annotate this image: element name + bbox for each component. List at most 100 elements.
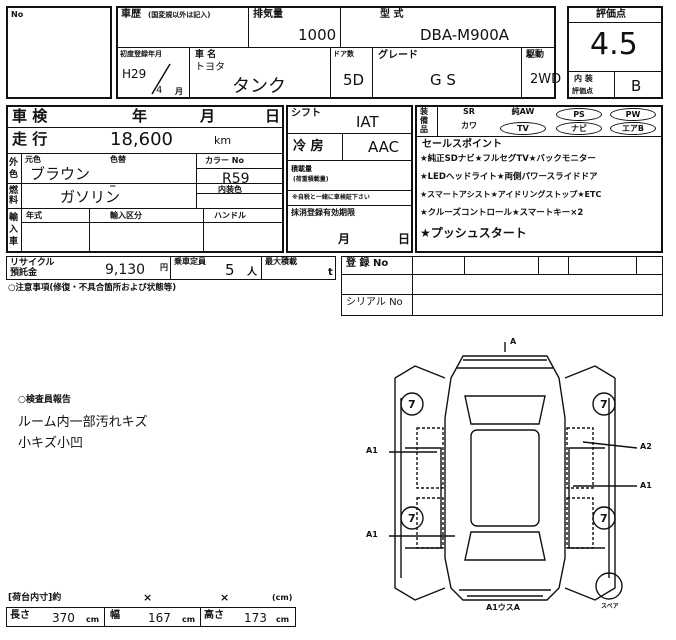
shift-table xyxy=(286,105,413,253)
shift-label: シフト xyxy=(291,108,321,119)
wheel-mark: 7 xyxy=(600,398,608,411)
orig-color-label: 元色 xyxy=(25,155,41,164)
maker-label: 車 名 xyxy=(195,50,217,60)
sales-line: ★純正SDナビ★フルセグTV★バックモニター xyxy=(420,154,596,164)
equipment-item: PS xyxy=(556,108,602,121)
cargo-length-value: 370 xyxy=(52,611,75,625)
equipment-side-label: 装備品 xyxy=(420,107,428,134)
cargo-dims-box xyxy=(6,607,296,627)
first-reg-month-unit: 月 xyxy=(175,87,183,96)
wheel-mark: 7 xyxy=(408,398,416,411)
cargo-height-label: 高さ xyxy=(204,610,224,621)
fuel-side-label: 燃料 xyxy=(9,186,19,206)
interior-color-label: 内装色 xyxy=(218,185,242,194)
score-value: 4.5 xyxy=(590,27,638,62)
seats-unit: 人 xyxy=(247,267,257,278)
cargo-times-1: × xyxy=(143,591,153,604)
reg-day-label: 日 xyxy=(398,232,411,246)
diagram-right-mark: A2 xyxy=(640,442,652,451)
spec-table xyxy=(6,105,284,253)
fuel-value: ガソリン xyxy=(60,188,121,206)
ac-value: AAC xyxy=(368,138,400,156)
import-year-label: 年式 xyxy=(26,211,42,220)
car-name-value: タンク xyxy=(232,76,286,97)
diagram-right-mark: A1 xyxy=(640,481,652,490)
doors-value: 5D xyxy=(343,71,365,89)
type-label: 型 式 xyxy=(380,9,404,20)
cargo-length-label: 長さ xyxy=(10,610,30,621)
maker-value: トヨタ xyxy=(195,62,225,73)
cargo-height-unit: cm xyxy=(276,615,290,624)
inspector-line: ルーム内一部汚れキズ xyxy=(18,415,148,430)
first-reg-month: 4 xyxy=(156,85,163,96)
shift-value: IAT xyxy=(356,113,379,131)
spare-label: スペア xyxy=(601,603,619,610)
recycle-label: リサイクル 預託金 xyxy=(10,258,55,278)
sales-lines: ★純正SDナビ★フルセグTV★バックモニター ★LEDヘッドライト★両側パワース… xyxy=(420,155,662,245)
score-label: 評価点 xyxy=(596,9,626,20)
displacement-value: 1000 xyxy=(298,26,337,44)
displacement-label: 排気量 xyxy=(253,9,283,20)
capacity-note: (荷重積載量) xyxy=(293,176,329,183)
date-slash xyxy=(151,63,171,95)
grade-label: グレード xyxy=(378,50,418,61)
diagram-bottom-mark: A1ウスA xyxy=(486,603,520,612)
reg-month-label: 月 xyxy=(338,232,351,246)
caution-label: ○注意事項(修復・不具合箇所および状態等) xyxy=(8,283,177,293)
color-label: 色替 xyxy=(110,155,126,164)
interior-score: B xyxy=(631,77,642,95)
equipment-item: PW xyxy=(610,108,656,121)
load-unit: t xyxy=(328,267,333,278)
seats-value: 5 xyxy=(225,261,235,279)
cargo-length-unit: cm xyxy=(86,615,100,624)
equipment-item: 純AW xyxy=(511,107,535,116)
drive-value: 2WD xyxy=(530,72,562,87)
handle-label: ハンドル xyxy=(214,211,246,220)
equipment-item: ナビ xyxy=(556,122,602,135)
diagram-left-mark: A1 xyxy=(366,530,378,539)
photo-box: No xyxy=(6,6,112,99)
recycle-yen: 円 xyxy=(160,263,168,272)
diagram-left-mark: A1 xyxy=(366,446,378,455)
seats-label: 乗車定員 xyxy=(174,257,206,266)
wheel-mark: 7 xyxy=(408,512,416,525)
mileage-value: 18,600 xyxy=(110,129,173,150)
reg-expiry-label: 抹消登録有効期限 xyxy=(291,208,355,217)
equipment-item: エアB xyxy=(610,122,656,135)
car-diagram xyxy=(389,342,638,601)
model-year-note: (国変規以外は記入) xyxy=(148,11,211,19)
color-no-label: カラー No xyxy=(205,156,244,165)
cargo-width-label: 幅 xyxy=(110,610,120,621)
cargo-title: [荷台内寸]約 xyxy=(8,593,62,603)
recycle-row xyxy=(6,256,336,280)
cargo-unit-paren: (cm) xyxy=(272,593,293,602)
sales-title: セールスポイント xyxy=(422,139,502,150)
wheel-mark: 7 xyxy=(600,512,608,525)
first-reg-year: H29 xyxy=(122,67,147,81)
cargo-height-value: 173 xyxy=(244,611,267,625)
sales-line: ★クルーズコントロール★スマートキー×2 xyxy=(420,208,584,218)
equipment-item: TV xyxy=(500,122,546,135)
color-no-value: R59 xyxy=(222,171,250,187)
recycle-amount: 9,130 xyxy=(105,262,146,278)
first-reg-label: 初度登録年月 xyxy=(120,50,162,58)
equipment-item: SR xyxy=(463,107,475,116)
ac-label: 冷 房 xyxy=(293,139,324,154)
import-type-label: 輸入区分 xyxy=(110,211,142,220)
cargo-width-unit: cm xyxy=(182,615,196,624)
type-value: DBA-M900A xyxy=(420,26,510,44)
header-table xyxy=(116,6,556,99)
cargo-times-2: × xyxy=(220,591,230,604)
drive-label: 駆動 xyxy=(526,50,545,60)
cargo-width-value: 167 xyxy=(148,611,171,625)
color-side-label: 外色 xyxy=(9,158,19,180)
inspection-label: 車 検 xyxy=(12,107,48,125)
interior-label-2: 評価点 xyxy=(572,87,593,95)
equipment-item: カワ xyxy=(461,121,477,130)
plate-serial-box xyxy=(341,256,663,316)
sales-line: ★プッシュスタート xyxy=(420,226,527,240)
load-label: 最大積載 xyxy=(265,257,297,266)
serial-label: シリアル No xyxy=(346,297,403,308)
inspection-month-label: 月 xyxy=(200,107,216,125)
score-box xyxy=(567,6,663,99)
